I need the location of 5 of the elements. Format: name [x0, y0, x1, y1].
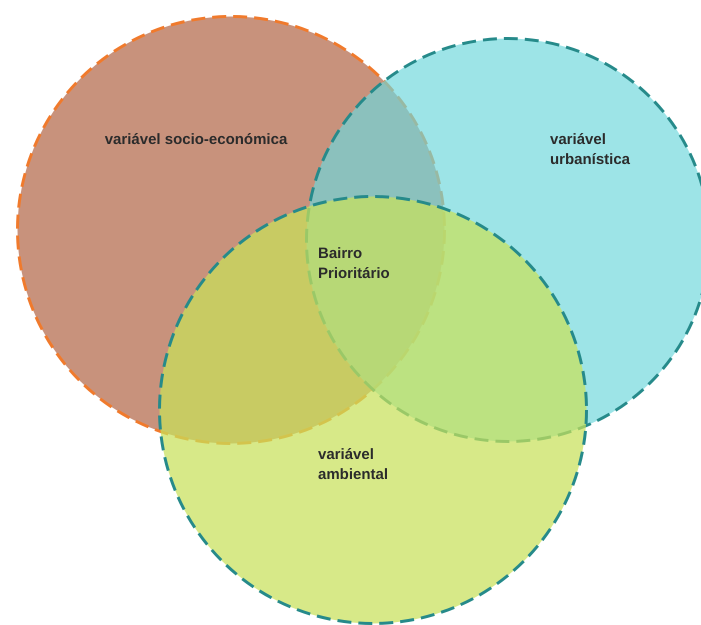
venn-circle — [158, 195, 588, 625]
circle-label: variável urbanística — [550, 130, 632, 169]
circle-label: variável socio-económica — [104, 130, 288, 150]
intersection-label: Bairro Prioritário — [318, 244, 391, 283]
circle-label: variável ambiental — [318, 445, 390, 484]
